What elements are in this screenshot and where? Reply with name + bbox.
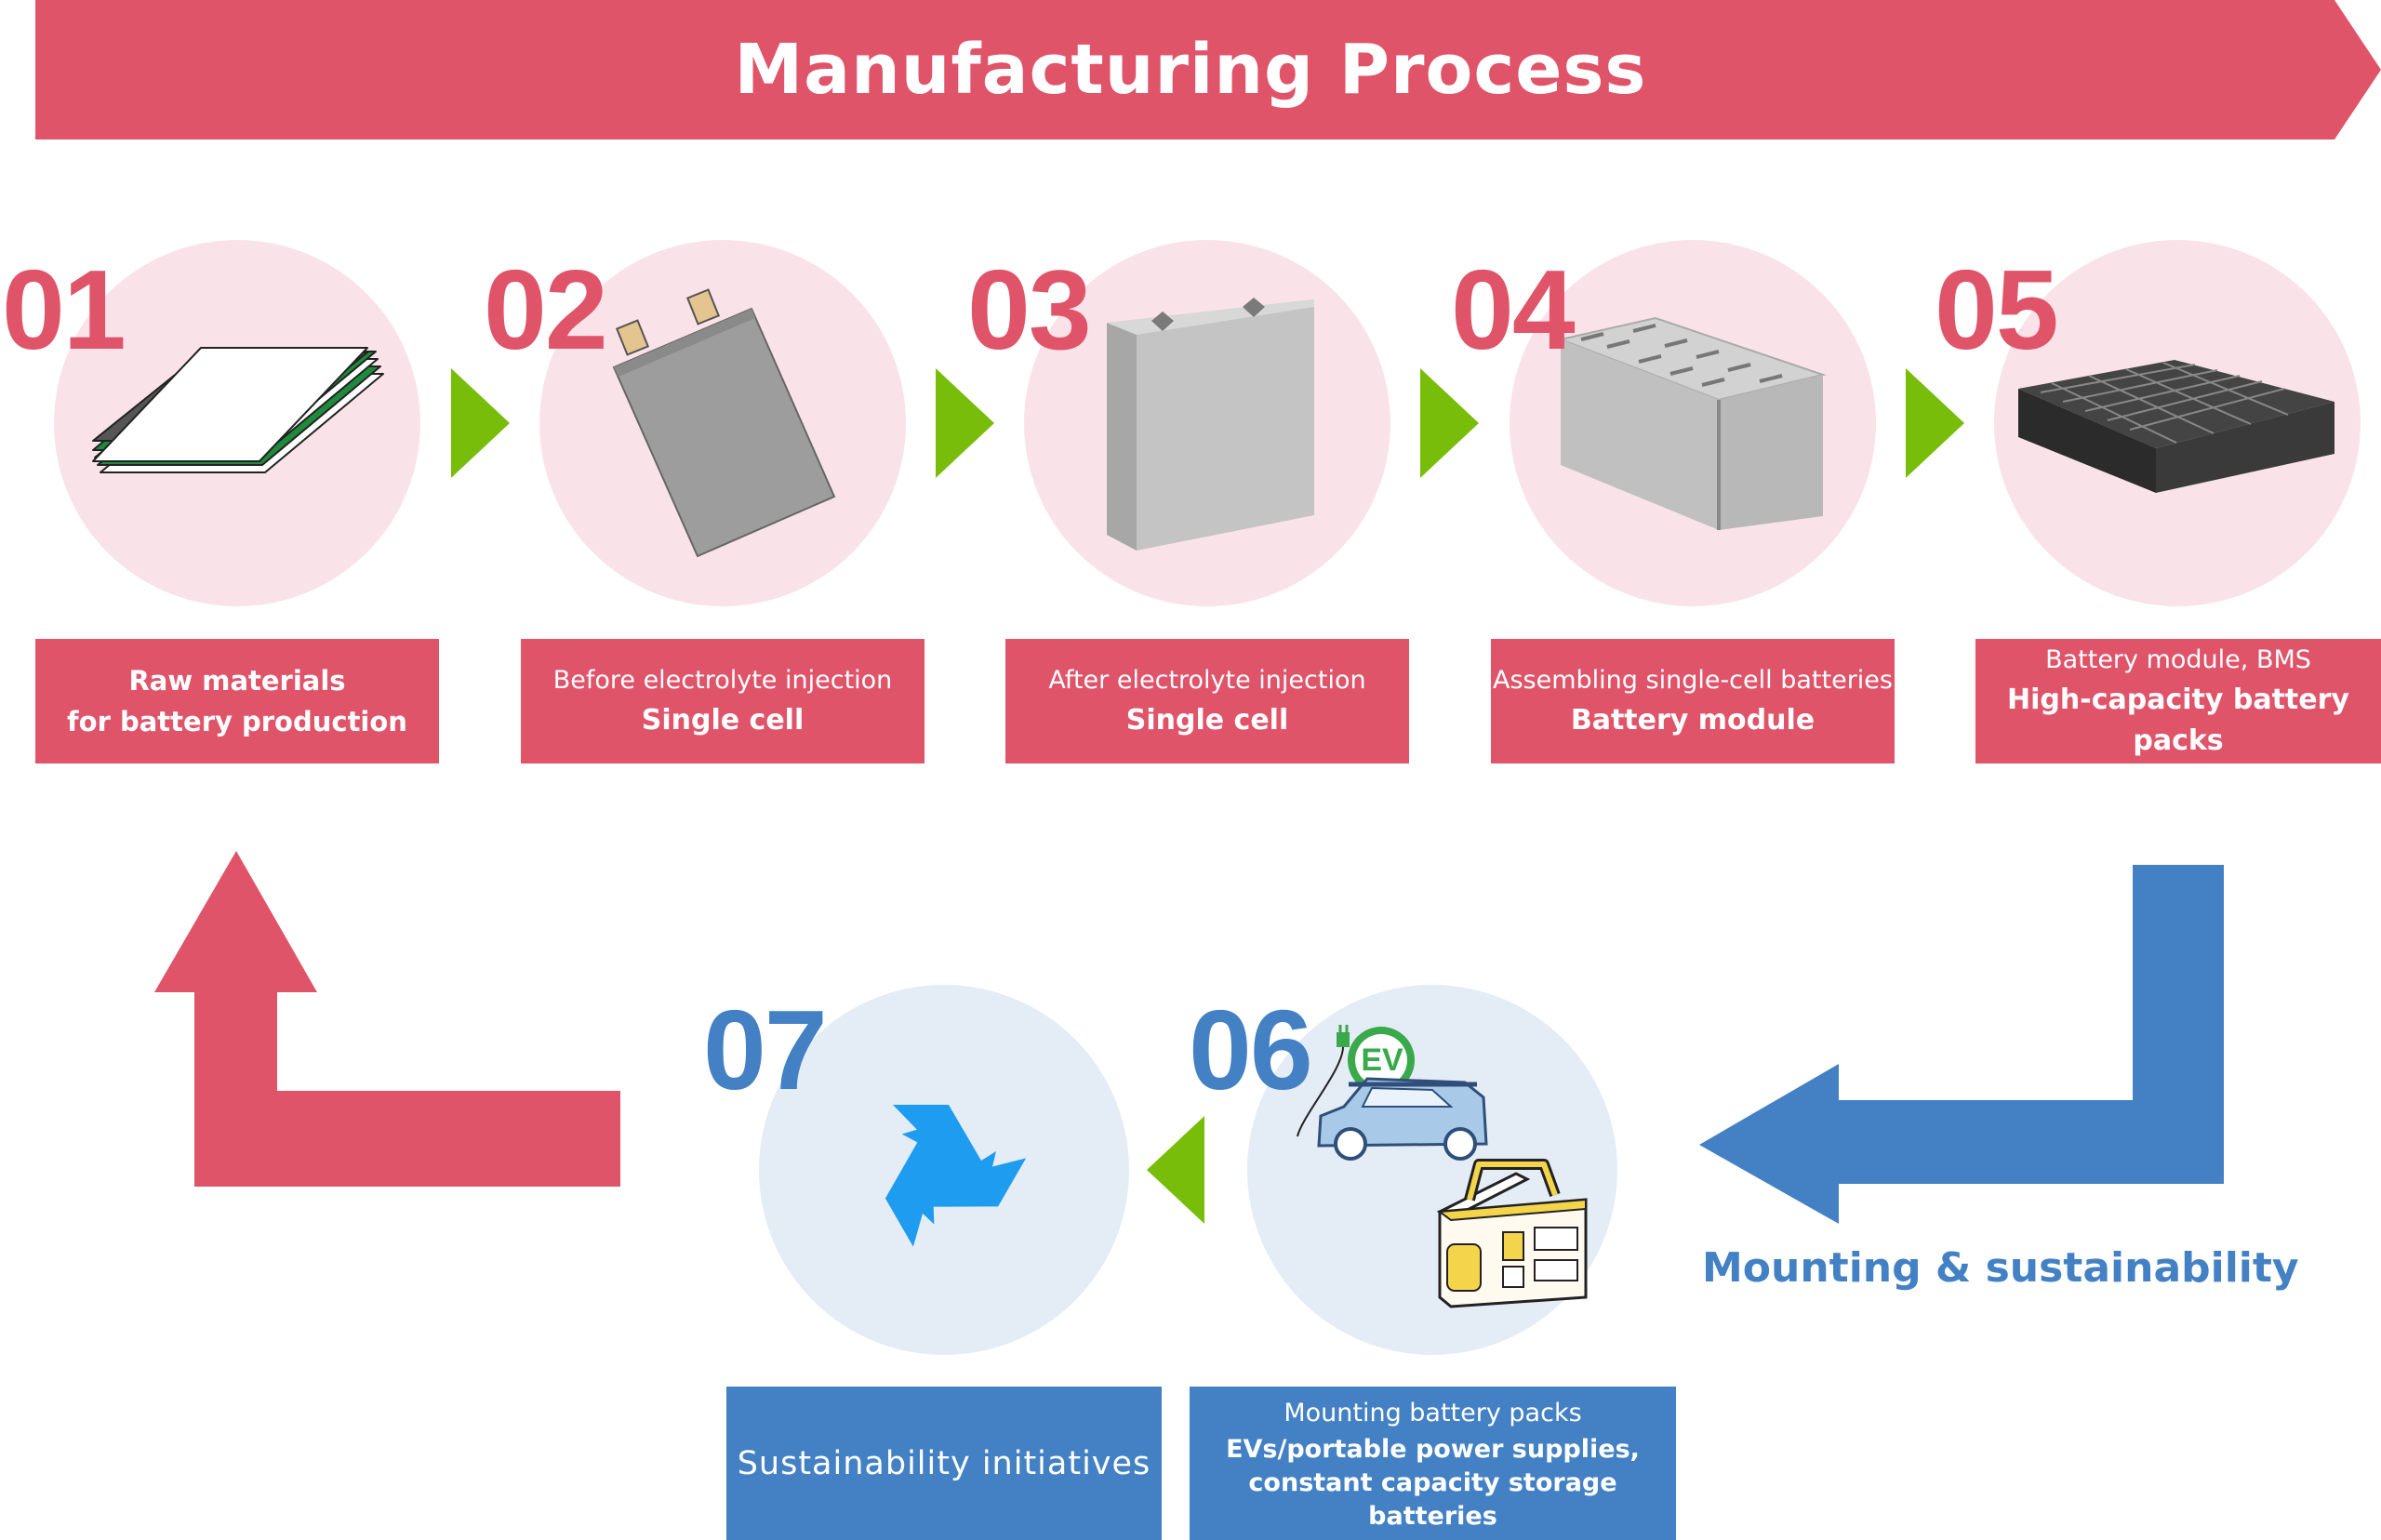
step-01-line1: Raw materials [128, 665, 346, 697]
arrow-01-02 [451, 368, 510, 478]
arrow-02-03 [936, 368, 994, 478]
step-06-line1: Mounting battery packs [1284, 1398, 1582, 1427]
title-banner [35, 0, 2381, 139]
step-06-line3: constant capacity storage batteries [1248, 1467, 1617, 1531]
step-06-label-box: Mounting battery packs EVs/portable powe… [1190, 1387, 1676, 1540]
step-04-label-box: Assembling single-cell batteries Battery… [1491, 639, 1895, 763]
step-05-line2: High-capacity battery packs [2007, 684, 2349, 757]
step-07-number: 07 [703, 987, 828, 1113]
step-02-line2: Single cell [641, 704, 805, 737]
step-05-number: 05 [1935, 246, 2059, 373]
step-05-label-box: Battery module, BMS High-capacity batter… [1975, 639, 2381, 763]
step-03-line2: Single cell [1125, 704, 1289, 737]
step-01-label-box: Raw materials for battery production [35, 639, 439, 763]
step-05-line1: Battery module, BMS [2045, 645, 2311, 674]
ev-badge-label: EV [1361, 1042, 1403, 1078]
prismatic-cell-icon [1107, 298, 1314, 551]
step-07-label-box: Sustainability initiatives [726, 1387, 1162, 1540]
step-02-number: 02 [484, 246, 608, 373]
arrow-04-05 [1906, 368, 1964, 478]
arrow-06-07 [1147, 1116, 1204, 1224]
step-03-line1: After electrolyte injection [1048, 666, 1366, 695]
step-01-number: 01 [2, 246, 126, 373]
recycle-icon [885, 1105, 1027, 1247]
loop-caption: Mounting & sustainability [1702, 1244, 2299, 1292]
step-02-line1: Before electrolyte injection [552, 666, 893, 695]
step-03-label-box: After electrolyte injection Single cell [1005, 639, 1409, 763]
arrow-03-04 [1420, 368, 1479, 478]
step-04-line1: Assembling single-cell batteries [1493, 666, 1893, 695]
battery-pack-icon [2018, 360, 2334, 493]
battery-module-icon [1557, 316, 1827, 530]
step-07-line1: Sustainability initiatives [737, 1444, 1151, 1482]
ev-and-power-station-icon [1297, 1025, 1588, 1308]
pouch-cell-icon [612, 288, 836, 558]
step-06-number: 06 [1189, 987, 1313, 1113]
step-03-number: 03 [967, 246, 1092, 373]
step-02-label-box: Before electrolyte injection Single cell [521, 639, 924, 763]
step-01-line2: for battery production [67, 706, 407, 737]
pink-return-arrow [154, 851, 620, 1187]
step-04-number: 04 [1451, 246, 1576, 373]
step-06-line2: EVs/portable power supplies, [1226, 1434, 1640, 1464]
page-title: Manufacturing Process [734, 30, 1647, 110]
material-sheets-icon [92, 347, 384, 473]
blue-return-arrow [1699, 865, 2224, 1224]
step-04-line2: Battery module [1570, 704, 1816, 737]
